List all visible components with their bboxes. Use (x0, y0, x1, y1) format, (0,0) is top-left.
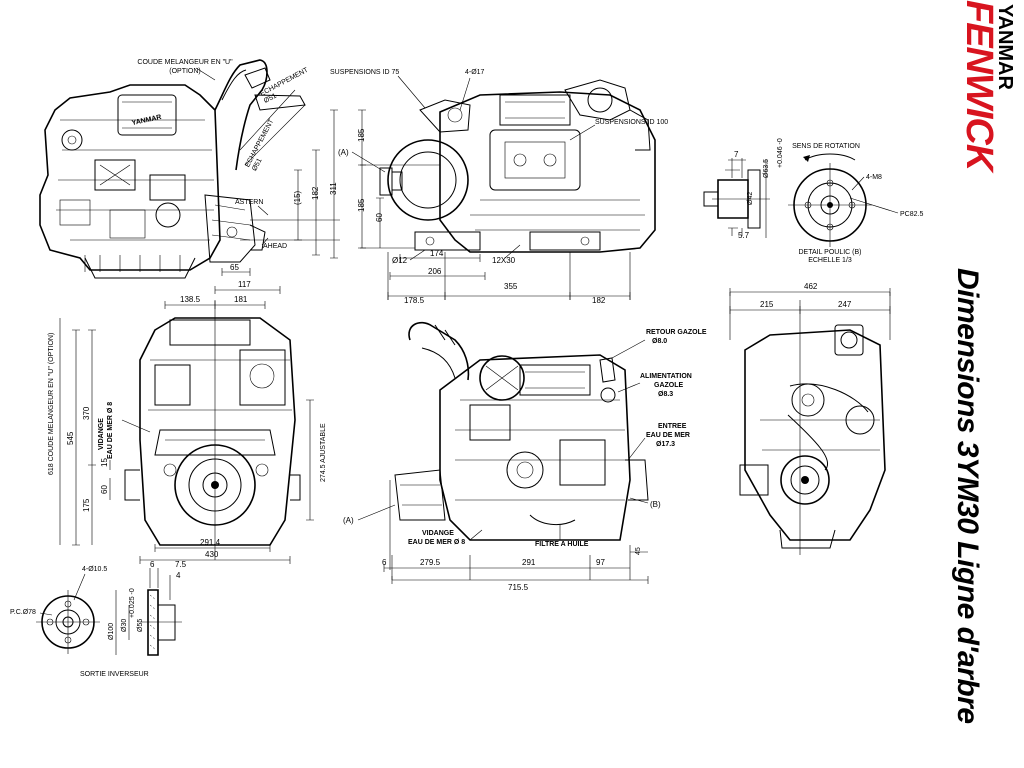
view-mid-middle: RETOUR GAZOLE Ø8.0 ALIMENTATION GAZOLE Ø… (343, 321, 707, 592)
dim-182b: 182 (592, 296, 606, 305)
dim-15: 15 (100, 458, 109, 467)
dim-15: (15) (293, 190, 302, 205)
coude-label: COUDE MELANGEUR EN "U" (137, 59, 233, 66)
dim-181: 181 (234, 295, 248, 304)
dim-6b: 6 (150, 560, 155, 569)
ahead-label: AHEAD (263, 243, 287, 250)
sens-label: SENS DE ROTATION (792, 143, 860, 150)
x12-label: 12X30 (492, 256, 516, 265)
brand-block: YANMAR FENWICK (958, 0, 1024, 230)
pc-label-bl: P.C.Ø78 (10, 609, 36, 616)
alim-dia: Ø8.3 (658, 391, 673, 398)
filtre-label: FILTRE A HUILE (535, 541, 589, 548)
pc-label: PC82.5 (900, 211, 923, 218)
holes-label: 4-Ø17 (465, 69, 485, 76)
pulley-tol: +0.046 -0 (777, 138, 784, 168)
view-mid-left: 138.5 181 618 COUDE MELANGEUR EN "U" (OP… (48, 295, 327, 564)
entree-label-1: ENTREE (658, 423, 687, 430)
dim-291-4: 291.4 (200, 538, 221, 547)
view-top-middle: SUSPENSIONS ID 75 4-Ø17 SUSPENSIONS ID 1… (330, 69, 668, 305)
view-top-left: YANMAR COUDE MELANGEUR EN "U" (OPTION) E… (39, 59, 340, 294)
page-title-block: Dimensions 3YM30 Ligne d'arbre (944, 268, 1024, 728)
coude-side-label: 618 COUDE MELANGEUR EN "U" (OPTION) (48, 333, 55, 475)
astern-label: ASTERN (235, 199, 263, 206)
dim-247: 247 (838, 300, 852, 309)
engine-label-text: YANMAR (131, 114, 162, 127)
page-title: Dimensions 3YM30 Ligne d'arbre (951, 268, 984, 724)
susp100-label: SUSPENSIONS ID 100 (595, 119, 668, 126)
d30-label: Ø30 (121, 619, 128, 632)
dim-7-5: 7.5 (175, 560, 187, 569)
dim-715: 715.5 (508, 583, 529, 592)
susp75-label: SUSPENSIONS ID 75 (330, 69, 399, 76)
dim-97: 97 (596, 558, 605, 567)
dim-291b: 291 (522, 558, 536, 567)
a-label: (A) (338, 148, 349, 157)
dim-6: 6 (382, 558, 387, 567)
holes-label-bl: 4-Ø10.5 (82, 566, 107, 573)
d100-label: Ø100 (108, 623, 115, 640)
dim-185b: 185 (357, 198, 366, 212)
dim-311: 311 (329, 182, 338, 195)
ajustable-label: 274.5 AJUSTABLE (320, 423, 327, 482)
dim-206: 206 (428, 267, 442, 276)
dim-45: 45 (635, 547, 642, 555)
dim-65: 65 (230, 263, 239, 272)
a-label-mid: (A) (343, 516, 354, 525)
m8-label: 4-M8 (866, 174, 882, 181)
dim-178: 178.5 (404, 296, 425, 305)
dim-7: 7 (734, 150, 739, 159)
entree-dia: Ø17.3 (656, 441, 675, 448)
vidange-label: VIDANGE (98, 418, 105, 450)
dim-174: 174 (430, 249, 444, 258)
dim-117: 117 (238, 280, 251, 289)
dealer-logo-text: FENWICK (958, 0, 1000, 171)
dim-215: 215 (760, 300, 774, 309)
entree-label-2: EAU DE MER (646, 432, 690, 439)
dim-430: 430 (205, 550, 219, 559)
alim-label-1: ALIMENTATION (640, 373, 692, 380)
dim-5-7: 5.7 (738, 231, 750, 240)
dim-279: 279.5 (420, 558, 441, 567)
tol-label-bl: +0.025 -0 (129, 588, 136, 618)
d55-label: Ø55 (137, 619, 144, 632)
dim-60b: 60 (100, 485, 109, 494)
dim-182: 182 (311, 186, 320, 200)
dim-60: 60 (375, 213, 384, 222)
dim-185a: 185 (357, 128, 366, 142)
dim-370: 370 (82, 406, 91, 420)
view-mid-right: 462 215 247 (729, 282, 891, 555)
option-label: (OPTION) (169, 68, 201, 75)
eau-label: EAU DE MER Ø 8 (107, 402, 114, 459)
b-label: (B) (650, 500, 661, 509)
dim-4: 4 (176, 571, 181, 580)
pulley-dia: Ø63.5 (763, 159, 770, 178)
detail-label: DETAIL POULIC (B) (798, 249, 861, 256)
dim-355: 355 (504, 282, 518, 291)
dim-545: 545 (66, 431, 75, 445)
dim-462: 462 (804, 282, 818, 291)
eau-label-mid: EAU DE MER Ø 8 (408, 539, 465, 546)
dim-138: 138.5 (180, 295, 201, 304)
echelle-label: ECHELLE 1/3 (808, 257, 852, 264)
retour-dia: Ø8.0 (652, 338, 667, 345)
retour-label: RETOUR GAZOLE (646, 329, 707, 336)
pulley-d42: Ø42 (747, 192, 754, 205)
alim-label-2: GAZOLE (654, 382, 683, 389)
sortie-label: SORTIE INVERSEUR (80, 671, 149, 678)
view-bottom-left: 4-Ø10.5 P.C.Ø78 6 7.5 4 Ø100 Ø30 +0.025 … (10, 560, 187, 678)
vidange-label-mid: VIDANGE (422, 530, 454, 537)
dim-175: 175 (82, 498, 91, 512)
view-top-right: 7 5.7 Ø42 Ø63.5 +0.046 -0 SENS DE ROTATI… (703, 138, 923, 264)
